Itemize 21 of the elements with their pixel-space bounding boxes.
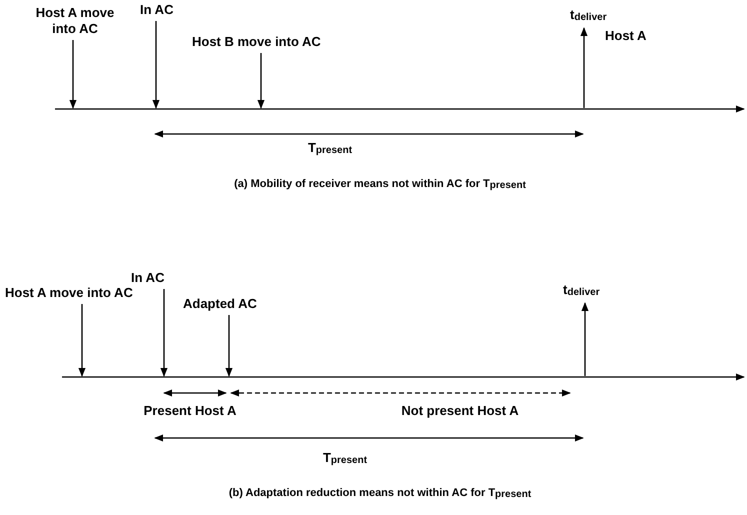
span-label: T$_{present}$ bbox=[308, 140, 352, 155]
arrow bbox=[69, 40, 77, 109]
arrow bbox=[160, 289, 168, 377]
event-label: Host A move into AC bbox=[25, 5, 125, 37]
event-label: t$_{deliver}$ bbox=[563, 282, 600, 300]
span-label: T$_{present}$ bbox=[322, 450, 368, 465]
side-label: Host A bbox=[605, 28, 646, 43]
event-label: Host A move into AC bbox=[5, 285, 133, 301]
span-label: Present Host A bbox=[144, 403, 236, 418]
event-label: In AC bbox=[140, 2, 174, 18]
event-label: Adapted AC bbox=[183, 296, 257, 312]
arrow bbox=[581, 302, 589, 376]
arrow bbox=[257, 53, 265, 109]
span-label: Not present Host A bbox=[401, 403, 519, 418]
arrow bbox=[225, 315, 233, 377]
event-label: t$_{deliver}$ bbox=[570, 7, 607, 25]
arrow bbox=[580, 27, 588, 108]
arrow bbox=[78, 304, 86, 377]
event-label: In AC bbox=[131, 270, 164, 286]
arrow bbox=[152, 21, 160, 109]
event-label: Host B move into AC bbox=[192, 34, 321, 50]
